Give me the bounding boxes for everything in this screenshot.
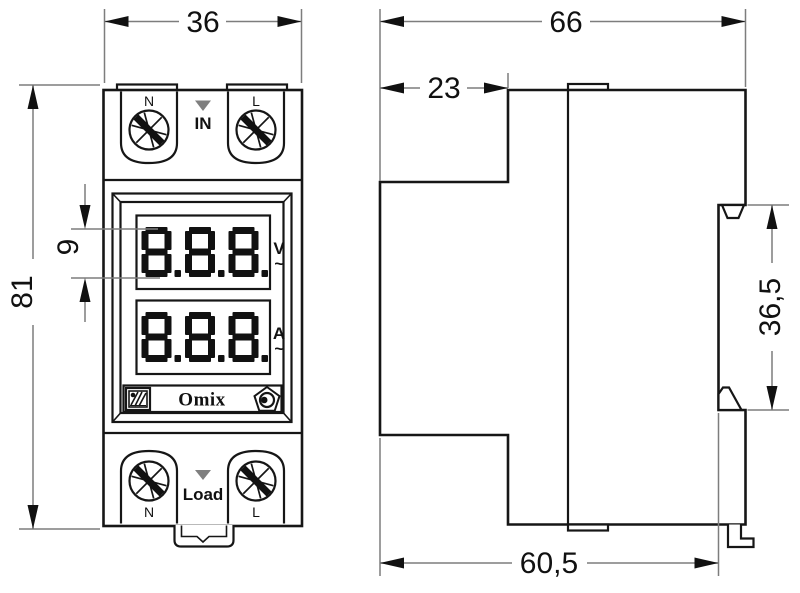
segment [189, 333, 211, 341]
current-unit-label: A [273, 324, 285, 343]
dimension-mounting-depth: 60,5 [379, 413, 720, 580]
voltage-display-digits [141, 227, 268, 277]
segment [141, 254, 149, 273]
segment [228, 254, 236, 273]
front-view: N L IN V ~ A ~ Omix [102, 83, 304, 548]
segment [261, 355, 268, 362]
terminal-label-top-n: N [144, 93, 154, 109]
bezel-corner-line [111, 412, 122, 423]
segment [208, 339, 215, 358]
segment [145, 333, 168, 341]
dimension-total-depth: 66 [379, 6, 747, 181]
segment [145, 355, 168, 362]
din-rail-hook-bottom [717, 386, 744, 412]
terminal-label-bottom-l: L [252, 504, 260, 520]
segment [232, 248, 255, 256]
segment [232, 312, 255, 319]
voltage-unit-label: V [273, 239, 285, 258]
dimension-front-width-value: 36 [186, 6, 219, 39]
voltage-ac-symbol: ~ [274, 256, 283, 273]
side-body-outline [378, 88, 747, 526]
segment [141, 231, 149, 250]
din-rail-hook-top [720, 203, 746, 220]
segment [145, 227, 168, 234]
segment [251, 231, 259, 250]
segment [208, 254, 215, 273]
terminal-label-bottom-n: N [144, 504, 154, 520]
segment [185, 316, 192, 335]
bezel-corner-line [282, 412, 293, 423]
load-direction-icon [195, 470, 211, 480]
segment [189, 270, 211, 277]
segment [141, 339, 149, 358]
side-bottom-tab [566, 523, 610, 532]
segment [189, 355, 211, 362]
load-label: Load [183, 485, 224, 504]
current-display-digits [141, 312, 268, 362]
dimensions: 36 81 9 66 [6, 6, 789, 580]
segment [232, 227, 255, 234]
segment [228, 316, 236, 335]
side-view [378, 82, 755, 549]
segment [189, 312, 211, 319]
segment [164, 316, 172, 335]
dimension-protrusion-depth-value: 23 [427, 72, 460, 105]
din-clip-front [173, 525, 235, 548]
segment [174, 270, 181, 277]
segment [174, 355, 181, 362]
segment [261, 270, 268, 277]
segment [218, 270, 225, 277]
segment [145, 248, 168, 256]
segment [228, 231, 236, 250]
in-direction-icon [195, 100, 211, 111]
dimension-front-height: 81 [6, 84, 100, 530]
dimension-recess-height-value: 36,5 [754, 278, 787, 336]
segment [145, 312, 168, 319]
segment [251, 254, 259, 273]
segment [251, 316, 259, 335]
segment [185, 339, 192, 358]
dimension-display-height: 9 [52, 184, 160, 322]
dimension-recess-height: 36,5 [747, 204, 789, 411]
dimension-protrusion-depth: 23 [380, 72, 509, 105]
segment [189, 248, 211, 256]
segment [228, 339, 236, 358]
segment [164, 339, 172, 358]
segment [232, 270, 255, 277]
segment [232, 355, 255, 362]
dimension-display-height-value: 9 [52, 239, 85, 256]
screw-bottom-right-icon [237, 462, 276, 501]
segment [145, 270, 168, 277]
in-label: IN [195, 114, 212, 133]
screw-bottom-left-icon [130, 462, 169, 501]
segment [185, 254, 192, 273]
segment [208, 231, 215, 250]
din-clip-side [726, 524, 755, 549]
dimension-total-depth-value: 66 [549, 6, 582, 39]
manufacturer-logo-icon [124, 386, 152, 412]
bezel-corner-line [282, 192, 293, 203]
segment [251, 339, 259, 358]
screw-top-left-icon [130, 111, 169, 150]
segment [189, 227, 211, 234]
dimension-mounting-depth-value: 60,5 [520, 547, 578, 580]
brand-label: Omix [178, 390, 225, 411]
current-ac-symbol: ~ [274, 341, 283, 358]
segment [232, 333, 255, 341]
segment [218, 355, 225, 362]
segment [164, 231, 172, 250]
screw-top-right-icon [237, 111, 276, 150]
bezel-corner-line [111, 192, 122, 203]
certification-logo-icon [253, 385, 281, 412]
segment [208, 316, 215, 335]
dimension-front-width: 36 [103, 6, 303, 83]
segment [164, 254, 172, 273]
segment [185, 231, 192, 250]
terminal-label-top-l: L [252, 93, 260, 109]
segment [141, 316, 149, 335]
dimension-front-height-value: 81 [6, 275, 39, 308]
